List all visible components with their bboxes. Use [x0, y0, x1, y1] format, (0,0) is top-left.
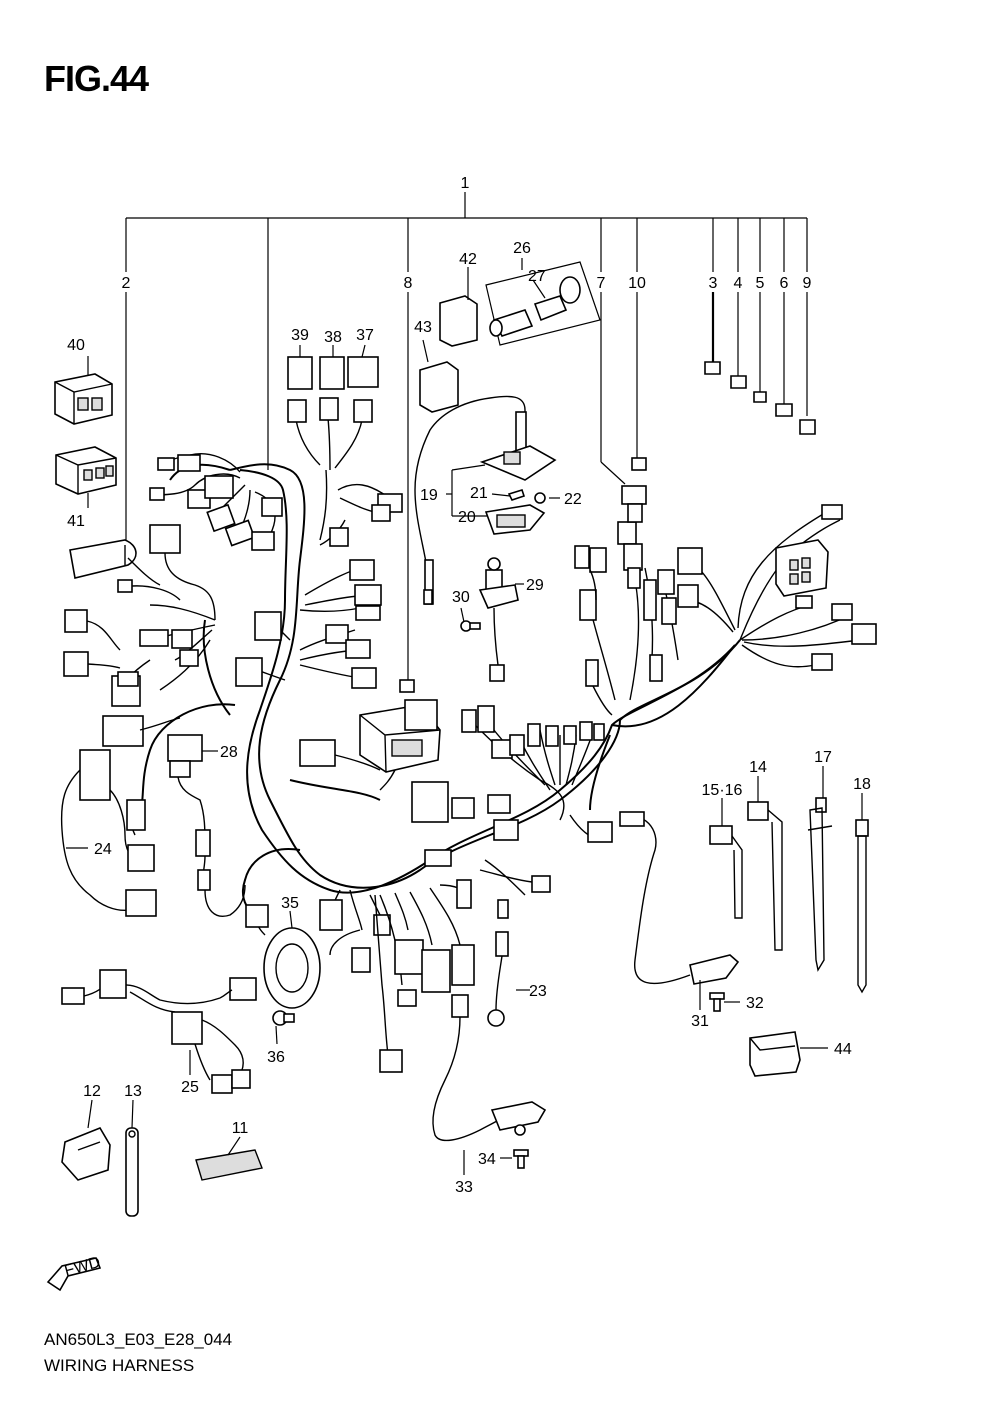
part-8-fuse — [399, 679, 415, 693]
left-connector-cluster — [63, 524, 216, 747]
part-2-boot — [69, 539, 181, 601]
fwd-label: FWD — [63, 1254, 103, 1280]
callout-12: 12 — [83, 1083, 101, 1100]
diagram-name: WIRING HARNESS — [44, 1356, 195, 1375]
part-44-boot — [749, 1031, 801, 1077]
right-center-branch — [461, 705, 613, 843]
part-23-ground-wire — [487, 899, 509, 1027]
callout-5: 5 — [756, 275, 765, 292]
upper-middle-branch — [235, 397, 403, 689]
callout-25: 25 — [181, 1079, 199, 1096]
callout-10: 10 — [628, 275, 646, 292]
callout-labels: 1 2 3 4 5 6 7 8 9 10 11 12 13 14 15·16 1… — [67, 175, 871, 1196]
part-35-horn — [245, 904, 321, 1009]
part-13-band — [125, 1127, 139, 1217]
part-15-16-clip — [709, 825, 743, 919]
callout-34: 34 — [478, 1151, 496, 1168]
callout-13: 13 — [124, 1083, 142, 1100]
callout-43: 43 — [414, 319, 432, 336]
callout-41: 41 — [67, 513, 85, 530]
callout-33: 33 — [455, 1179, 473, 1196]
parts-37-38-39-relays — [287, 356, 379, 390]
callout-42: 42 — [459, 251, 477, 268]
callout-17: 17 — [814, 749, 832, 766]
callout-39: 39 — [291, 327, 309, 344]
part-42-43-relays — [419, 295, 478, 413]
part-41-relay — [55, 446, 117, 495]
callout-30: 30 — [452, 589, 470, 606]
callout-20: 20 — [458, 509, 476, 526]
part-32-bolt — [709, 992, 725, 1012]
part-17-tie — [807, 797, 833, 972]
part-11-pad — [195, 1149, 263, 1181]
assembly-leader-lines — [125, 192, 808, 680]
callout-29: 29 — [526, 577, 544, 594]
callout-23: 23 — [529, 983, 547, 1000]
callout-19: 19 — [420, 487, 438, 504]
callout-27: 27 — [528, 268, 546, 285]
callout-11: 11 — [232, 1120, 249, 1137]
callout-1: 1 — [461, 175, 470, 192]
callout-6: 6 — [780, 275, 789, 292]
fwd-arrow-icon: FWD — [46, 1254, 103, 1292]
callout-26: 26 — [513, 240, 531, 257]
part-29-switch — [478, 557, 519, 682]
fuse-set — [704, 361, 816, 435]
part-34-bolt — [513, 1149, 529, 1169]
part-26-27-kit — [485, 261, 601, 346]
central-junction-box — [299, 699, 551, 896]
figure-title: FIG.44 — [44, 58, 149, 99]
callout-14: 14 — [749, 759, 767, 776]
part-28-connector — [126, 734, 246, 917]
callout-8: 8 — [404, 275, 413, 292]
callout-4: 4 — [734, 275, 743, 292]
part-30-screw — [460, 620, 481, 632]
diagram-code: AN650L3_E03_E28_044 — [44, 1330, 233, 1349]
part-31-bracket — [619, 811, 740, 985]
part-14-clip — [747, 801, 783, 951]
callout-2: 2 — [122, 275, 131, 292]
far-right-branch — [677, 504, 877, 671]
part-33-sensor-cable — [432, 994, 547, 1142]
callout-18: 18 — [853, 776, 871, 793]
callout-7: 7 — [597, 275, 606, 292]
callout-leaders — [66, 258, 863, 1175]
part-18-tie — [855, 819, 869, 994]
callout-24: 24 — [94, 841, 112, 858]
callout-37: 37 — [356, 327, 374, 344]
callout-38: 38 — [324, 329, 342, 346]
right-branch — [574, 457, 679, 716]
callout-3: 3 — [709, 275, 718, 292]
callout-31: 31 — [691, 1013, 709, 1030]
part-40-relay — [54, 373, 113, 425]
part-19-20-21-assembly — [414, 395, 557, 605]
upper-left-branch — [149, 453, 283, 551]
callout-44: 44 — [834, 1041, 852, 1058]
part-25-sub-harness — [61, 969, 257, 1094]
callout-9: 9 — [803, 275, 812, 292]
callout-15-16: 15·16 — [702, 782, 743, 799]
part-12-clamp — [61, 1127, 111, 1181]
callout-36: 36 — [267, 1049, 285, 1066]
callout-35: 35 — [281, 895, 299, 912]
callout-32: 32 — [746, 995, 764, 1012]
callout-40: 40 — [67, 337, 85, 354]
callout-22: 22 — [564, 491, 582, 508]
callout-28: 28 — [220, 744, 238, 761]
lower-central-branches — [319, 879, 475, 1073]
part-24-sub-harness — [60, 749, 157, 917]
callout-21: 21 — [470, 485, 488, 502]
main-harness-trunk — [139, 463, 741, 911]
part-36-bolt — [272, 1010, 295, 1026]
